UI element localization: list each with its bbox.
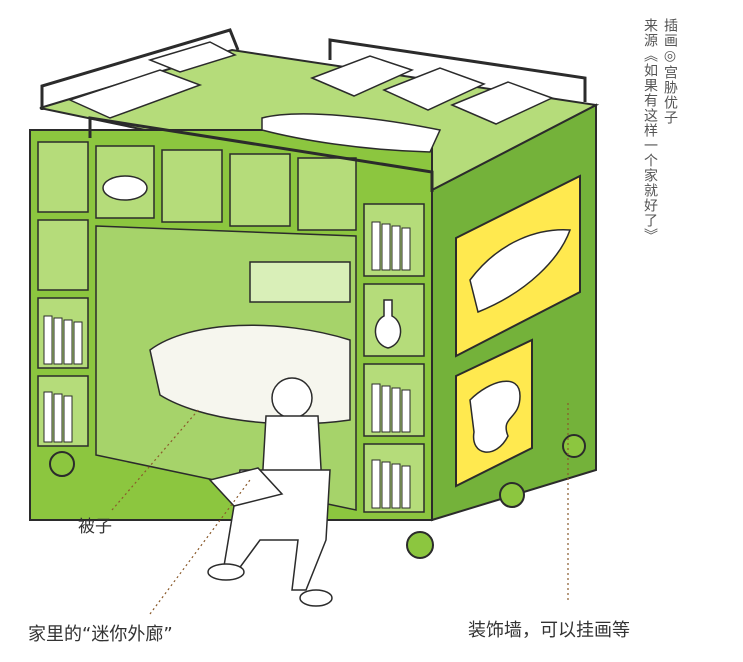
storage-boxes <box>67 41 554 153</box>
alcove-window <box>249 261 351 303</box>
fish-picture <box>469 229 572 314</box>
credit-source: 来源《如果有这样一个家就好了》 <box>642 18 658 243</box>
bowl-shape <box>102 175 148 201</box>
caster-wheels <box>49 434 586 559</box>
top-railing <box>40 28 587 192</box>
quilt-label: 被子 <box>78 517 112 537</box>
vase-shape <box>374 299 402 349</box>
credit-illustrator: 插画◎宫胁优子 <box>662 18 678 125</box>
blob-picture <box>469 380 521 453</box>
top-cubbies <box>95 145 357 231</box>
decor-wall-label: 装饰墙，可以挂画等 <box>468 620 630 641</box>
leader-lines <box>111 402 569 615</box>
mini-gallery-label: 家里的“迷你外廊” <box>28 624 173 645</box>
boy-reading <box>207 377 333 607</box>
books <box>43 221 411 509</box>
